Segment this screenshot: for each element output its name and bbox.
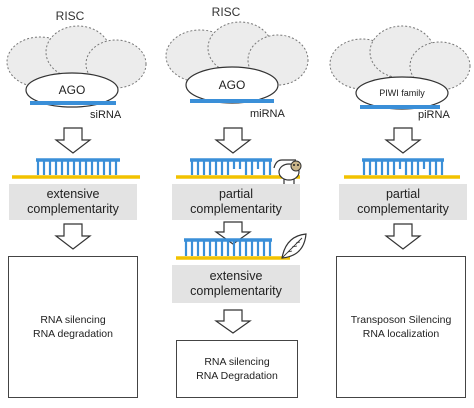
band-3-line1: partial xyxy=(385,187,421,201)
outcome-2-line2: RNA Degradation xyxy=(196,370,278,382)
complementarity-band-2b: extensive complementarity xyxy=(172,265,300,303)
down-arrow-3a xyxy=(384,127,422,154)
risc-complex-1 xyxy=(6,25,147,108)
protein-label-3: PIWI family xyxy=(379,88,425,98)
band-2b-line1: extensive xyxy=(209,269,263,283)
duplex-extensive-2 xyxy=(176,238,290,260)
complementarity-band-3: partial complementarity xyxy=(339,184,467,220)
outcome-1-line2: RNA degradation xyxy=(33,328,113,340)
band-2-line1: partial xyxy=(218,187,254,201)
band-3-line2: complementarity xyxy=(357,202,449,216)
duplex-partial-3 xyxy=(344,158,460,179)
small-rna-label-3: piRNA xyxy=(418,109,450,121)
risc-complex-2 xyxy=(165,21,309,104)
leaf-icon xyxy=(281,233,307,259)
band-1-line2: complementarity xyxy=(27,202,119,216)
outcome-box-3: Transposon Silencing RNA localization xyxy=(336,256,466,398)
down-arrow-2b xyxy=(214,221,252,245)
down-arrow-2a xyxy=(214,127,252,154)
duplex-partial-2 xyxy=(176,158,300,179)
risc-complex-3 xyxy=(329,25,471,110)
down-arrow-3b xyxy=(384,223,422,250)
protein-label-1: AGO xyxy=(59,83,86,97)
small-rna-label-1: siRNA xyxy=(90,109,122,121)
ago-protein-1 xyxy=(25,72,119,108)
small-rna-label-2: miRNA xyxy=(250,108,285,120)
band-1-line1: extensive xyxy=(46,187,100,201)
outcome-box-2: RNA silencing RNA Degradation xyxy=(176,340,298,398)
risc-label-2: RISC xyxy=(211,5,241,19)
down-arrow-1a xyxy=(54,127,92,154)
sloth-icon xyxy=(273,159,302,185)
complementarity-band-1: extensive complementarity xyxy=(9,184,137,220)
duplex-extensive-1 xyxy=(12,158,140,179)
outcome-3-line1: Transposon Silencing xyxy=(350,314,452,326)
down-arrow-2c xyxy=(214,309,252,334)
complementarity-band-2: partial complementarity xyxy=(172,184,300,220)
band-2b-line2: complementarity xyxy=(190,284,282,298)
outcome-1-line1: RNA silencing xyxy=(40,314,106,326)
down-arrow-1b xyxy=(54,223,92,250)
risc-label-1: RISC xyxy=(55,9,85,23)
protein-label-2: AGO xyxy=(219,78,246,92)
outcome-box-1: RNA silencing RNA degradation xyxy=(8,256,138,398)
outcome-2-line1: RNA silencing xyxy=(204,356,270,368)
band-2-line2: complementarity xyxy=(190,202,282,216)
outcome-3-line2: RNA localization xyxy=(362,328,440,340)
